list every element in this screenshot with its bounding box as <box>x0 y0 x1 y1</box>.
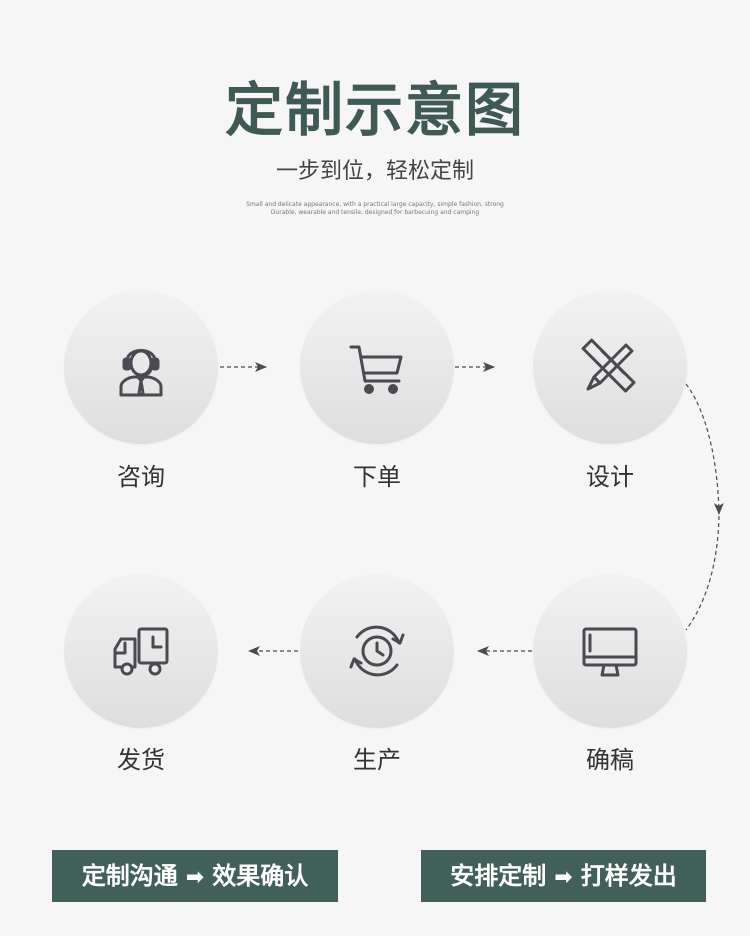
button-right-label: 打样发出 <box>580 862 677 890</box>
tagline-line: Durable, wearable and tensile, designed … <box>270 209 480 216</box>
tagline-line: Small and delicate appearance, with a pr… <box>246 201 504 208</box>
arrow-right-icon: ➡ <box>185 865 205 890</box>
step-label: 发货 <box>117 746 165 774</box>
shopping-cart-icon <box>349 345 403 394</box>
button-left-label: 定制沟通 <box>81 862 178 890</box>
page-subtitle: 一步到位，轻松定制 <box>275 159 474 184</box>
communicate-confirm-button[interactable]: 定制沟通 ➡ 效果确认 <box>52 850 338 902</box>
button-left-label: 安排定制 <box>450 862 547 890</box>
step-label: 咨询 <box>117 463 165 491</box>
step-label: 设计 <box>586 463 634 491</box>
step-confirm <box>533 574 687 728</box>
arrow-step3-to-step4-upper <box>685 383 724 515</box>
customer-service-icon <box>119 349 163 397</box>
step-production <box>300 574 454 728</box>
delivery-truck-icon <box>113 627 169 676</box>
page-title: 定制示意图 <box>224 76 525 144</box>
step-shipping <box>64 574 218 728</box>
arrow-step3-to-step4-lower <box>685 515 720 631</box>
monitor-icon <box>582 627 638 677</box>
arrow-right-icon: ➡ <box>554 865 573 890</box>
step-order <box>300 290 454 444</box>
step-label: 确稿 <box>586 746 634 774</box>
pencil-ruler-icon <box>581 338 636 393</box>
step-label: 下单 <box>353 463 401 491</box>
tagline: Small and delicate appearance, with a pr… <box>0 201 750 217</box>
button-right-label: 效果确认 <box>212 862 309 890</box>
clock-cycle-icon <box>349 625 405 677</box>
step-consult <box>64 290 218 444</box>
step-label: 生产 <box>353 746 401 774</box>
step-design <box>533 290 687 444</box>
arrange-sample-button[interactable]: 安排定制 ➡ 打样发出 <box>421 850 706 902</box>
